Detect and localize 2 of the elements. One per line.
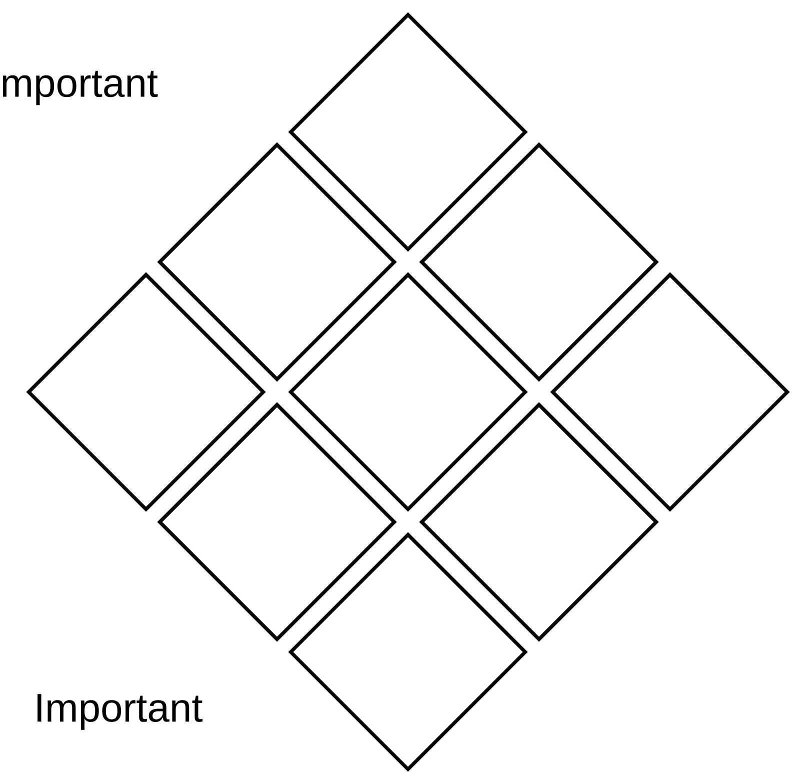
axis-label: Important <box>38 694 202 730</box>
axis-label: mportant <box>2 70 158 106</box>
